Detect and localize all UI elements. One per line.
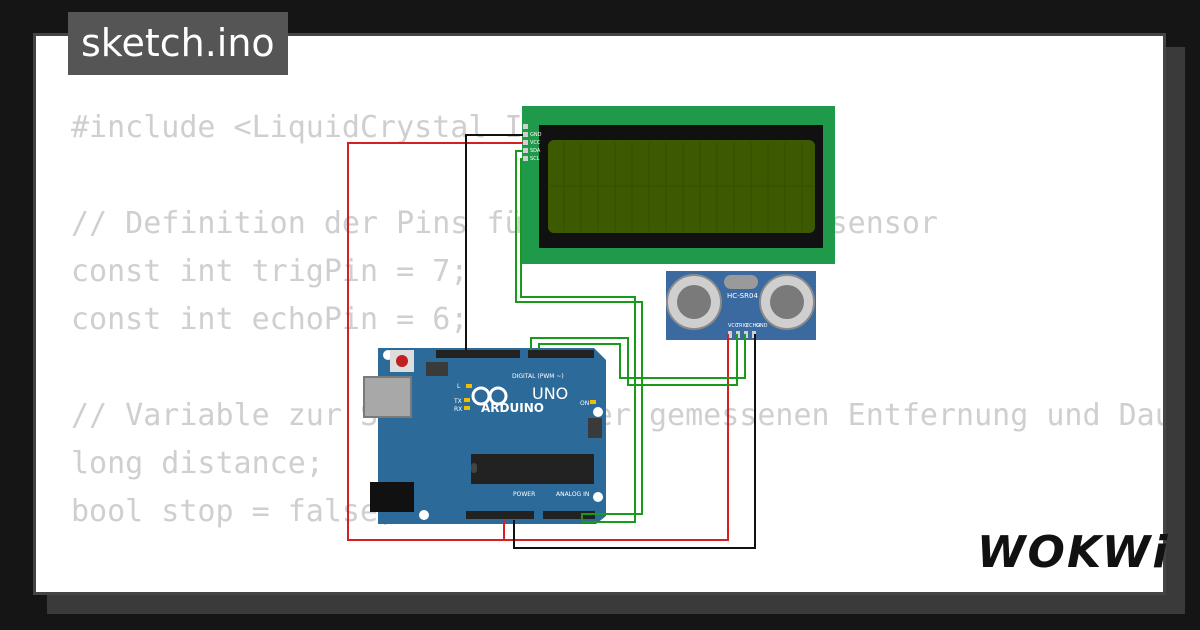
status-leds bbox=[464, 384, 596, 410]
wire-sensor-gnd bbox=[513, 334, 756, 549]
arduino-model-label: UNO bbox=[532, 384, 568, 403]
tx-led-label: TX bbox=[453, 398, 462, 405]
l-led-label: L bbox=[457, 383, 461, 390]
sensor-crystal bbox=[724, 275, 758, 289]
on-led-label: ON bbox=[580, 400, 589, 407]
wire-sda bbox=[515, 150, 643, 520]
wire-vcc bbox=[347, 142, 729, 541]
lcd-pin-label: SDA bbox=[530, 148, 541, 154]
mount-hole bbox=[593, 407, 603, 417]
wokwi-logo: WOKWi bbox=[977, 527, 1170, 578]
mount-hole bbox=[419, 510, 429, 520]
wire-scl bbox=[520, 158, 636, 523]
atmega-chip bbox=[471, 454, 594, 484]
wire-echo bbox=[538, 334, 746, 379]
ultrasonic-sensor: HC-SR04 VCC TRIG ECHO GND bbox=[666, 271, 816, 340]
power-jack bbox=[370, 482, 414, 512]
mount-hole bbox=[593, 492, 603, 502]
header-analog bbox=[543, 511, 595, 519]
header-power bbox=[466, 511, 534, 519]
header-digital-right bbox=[528, 350, 594, 358]
icsp-header bbox=[426, 362, 448, 376]
lcd-pin-header bbox=[523, 124, 528, 161]
lcd-pin-label: VCC bbox=[530, 140, 541, 146]
reset-button-cap bbox=[396, 355, 408, 367]
code-line: // Zeitvariablen für die Berechnung der … bbox=[71, 584, 1163, 592]
sensor-mesh-left bbox=[677, 285, 711, 319]
analog-header-label: ANALOG IN bbox=[556, 491, 589, 498]
icsp-header-2 bbox=[588, 418, 602, 438]
sensor-mesh-right bbox=[770, 285, 804, 319]
lcd-pin-label: SCL bbox=[530, 156, 540, 162]
wires bbox=[347, 134, 756, 549]
power-header-label: POWER bbox=[513, 491, 535, 498]
digital-header-label: DIGITAL (PWM ~) bbox=[512, 373, 564, 380]
usb-port bbox=[363, 376, 412, 418]
file-name-tab: sketch.ino bbox=[68, 12, 288, 75]
sensor-model-label: HC-SR04 bbox=[727, 292, 758, 300]
lcd-module: GND VCC SDA SCL bbox=[522, 106, 835, 264]
sensor-pin-label: ECHO bbox=[746, 323, 760, 329]
lcd-char-grid bbox=[550, 142, 813, 231]
sensor-pin-label: VCC bbox=[728, 323, 739, 329]
wire-lcd-gnd bbox=[465, 134, 523, 350]
arduino-uno-board: ARDUINO UNO ON L TX RX DIGITAL (PWM ~) P… bbox=[363, 348, 606, 524]
code-line: long distance; bbox=[71, 446, 324, 481]
sensor-pin-label: TRIG bbox=[735, 323, 748, 329]
arduino-brand-label: ARDUINO bbox=[481, 401, 544, 415]
rx-led-label: RX bbox=[454, 406, 462, 413]
wire-trig bbox=[530, 334, 738, 386]
sensor-pin-label: GND bbox=[756, 323, 768, 329]
code-line: const int echoPin = 6; bbox=[71, 302, 469, 337]
code-line: const int trigPin = 7; bbox=[71, 254, 469, 289]
lcd-pin-label: GND bbox=[530, 132, 542, 138]
header-digital-left bbox=[436, 350, 520, 358]
